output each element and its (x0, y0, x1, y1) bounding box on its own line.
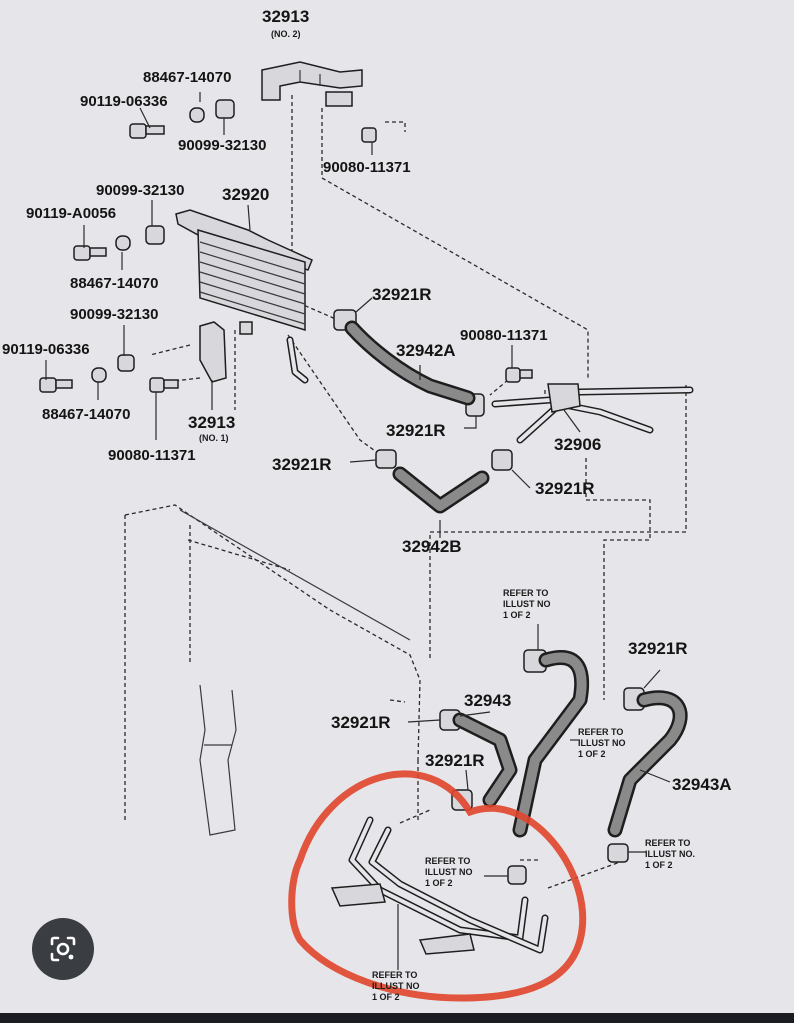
label-32921R-b: 32921R (386, 421, 446, 440)
label-32921R-e: 32921R (628, 639, 688, 658)
label-32906: 32906 (554, 435, 601, 454)
label-no1: (NO. 1) (199, 433, 229, 443)
highlight-circle (288, 770, 587, 1002)
part-labels: 32913 (NO. 2) 88467-14070 90119-06336 90… (2, 7, 732, 794)
label-90099-32130-a: 90099-32130 (178, 137, 266, 154)
label-90119-06336-a: 90119-06336 (80, 93, 168, 110)
refer-note-b-line2: ILLUST NO (578, 738, 626, 748)
refer-note-c-line3: 1 OF 2 (425, 878, 453, 888)
label-32942A: 32942A (396, 341, 456, 360)
refer-note-c-line1: REFER TO (425, 856, 470, 866)
label-88467-14070-a: 88467-14070 (143, 69, 231, 86)
refer-note-a-line2: ILLUST NO (503, 599, 551, 609)
bottom-bar (0, 1013, 794, 1023)
label-32921R-g: 32921R (425, 751, 485, 770)
fasteners (39, 99, 533, 393)
label-90080-11371-c: 90080-11371 (460, 327, 548, 344)
refer-note-b-line1: REFER TO (578, 727, 623, 737)
refer-note-a-line1: REFER TO (503, 588, 548, 598)
google-lens-icon[interactable] (32, 918, 94, 980)
label-88467-14070-b: 88467-14070 (70, 275, 158, 292)
label-90119-06336-b: 90119-06336 (2, 341, 90, 358)
dashed-reference-lines (124, 95, 687, 889)
frame-outline (179, 509, 411, 836)
bracket-32913-no2 (261, 61, 363, 107)
refer-notes: REFER TO ILLUST NO 1 OF 2 REFER TO ILLUS… (372, 588, 695, 1002)
lens-glyph (50, 936, 76, 962)
refer-note-a-line3: 1 OF 2 (503, 610, 531, 620)
refer-note-c-line2: ILLUST NO (425, 867, 473, 877)
label-32913-top: 32913 (262, 7, 309, 26)
refer-note-d-line3: 1 OF 2 (645, 860, 673, 870)
hoses (344, 320, 688, 838)
label-32913-mid: 32913 (188, 413, 235, 432)
label-32943: 32943 (464, 691, 511, 710)
refer-note-d-line2: ILLUST NO. (645, 849, 695, 859)
label-32921R-a: 32921R (372, 285, 432, 304)
label-90080-11371-b: 90080-11371 (108, 447, 196, 464)
label-32942B: 32942B (402, 537, 462, 556)
oil-cooler-32920 (175, 209, 313, 384)
label-32921R-c: 32921R (272, 455, 332, 474)
label-32921R-f: 32921R (331, 713, 391, 732)
lower-pipe-assembly (330, 816, 549, 970)
label-90119-A0056: 90119-A0056 (26, 205, 116, 222)
label-32921R-d: 32921R (535, 479, 595, 498)
leader-lines (45, 92, 671, 877)
bracket-32913-no1 (199, 321, 227, 383)
refer-note-d-line1: REFER TO (645, 838, 690, 848)
refer-note-e-line3: 1 OF 2 (372, 992, 400, 1002)
label-90080-11371-a: 90080-11371 (323, 159, 411, 176)
label-90099-32130-c: 90099-32130 (70, 306, 158, 323)
refer-note-e-line2: ILLUST NO (372, 981, 420, 991)
pipe-32906 (491, 383, 694, 444)
label-90099-32130-b: 90099-32130 (96, 182, 184, 199)
refer-note-e-line1: REFER TO (372, 970, 417, 980)
label-88467-14070-c: 88467-14070 (42, 406, 130, 423)
refer-note-b-line3: 1 OF 2 (578, 749, 606, 759)
label-32943A: 32943A (672, 775, 732, 794)
label-no2: (NO. 2) (271, 29, 301, 39)
label-32920: 32920 (222, 185, 269, 204)
